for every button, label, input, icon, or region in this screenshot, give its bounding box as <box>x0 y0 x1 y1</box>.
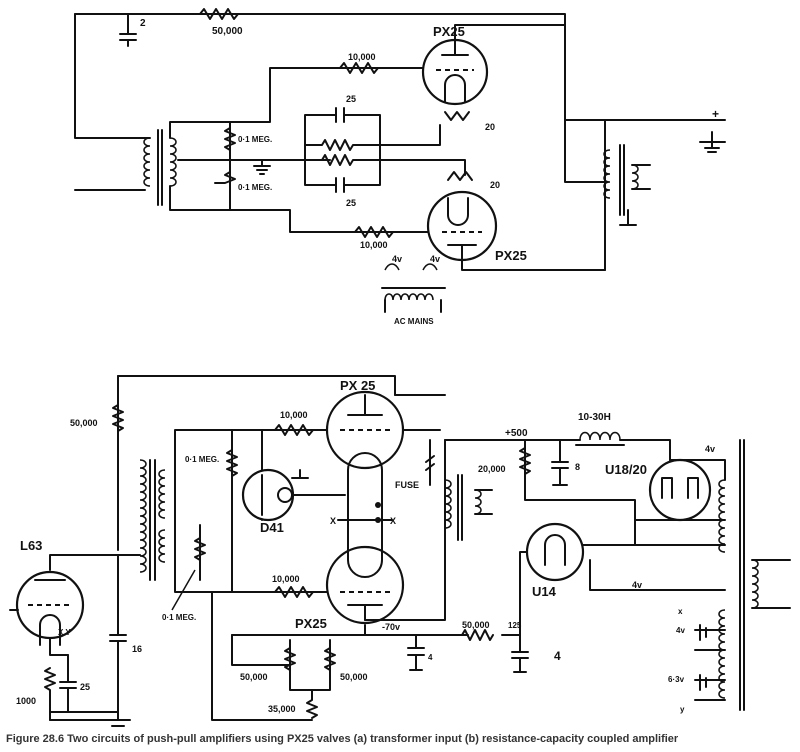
bot-res-10000-upper-label: 10,000 <box>280 410 308 420</box>
bot-res-50000-bias <box>461 629 494 641</box>
bot-cap-25-label: 25 <box>80 682 90 692</box>
ground-symbol <box>253 159 271 175</box>
bot-res-10000-lower <box>274 586 314 598</box>
bot-tube-upper-label: PX 25 <box>340 378 375 393</box>
neg-bias-label: -70v <box>382 622 400 632</box>
bot-tube-upper <box>325 390 405 470</box>
bot-cap-16 <box>109 634 127 721</box>
xy-label: X Y <box>58 628 71 637</box>
bot-diode-x1: X <box>330 516 336 526</box>
top-tube-upper-label: PX25 <box>433 24 465 39</box>
bot-grid-leak-upper-label: 0·1 MEG. <box>185 455 219 464</box>
top-circuit: 2 50,000 0·1 MEG. 0·1 MEG. 10,000 10,000… <box>74 8 726 326</box>
bot-cap-8-label: 8 <box>575 462 580 472</box>
bias-heater-label: 4v <box>632 580 642 590</box>
bot-grid-leak-upper <box>226 449 238 477</box>
wind-y-label: y <box>680 705 685 714</box>
top-input-transformer <box>143 137 151 187</box>
bot-output-transformer <box>444 479 452 529</box>
pot-left-label: 50,000 <box>240 672 268 682</box>
bot-res-35000-label: 35,000 <box>268 704 296 714</box>
top-res-10000-upper-label: 10,000 <box>348 52 376 62</box>
pot-right-label: 50,000 <box>340 672 368 682</box>
top-cap-2-label: 2 <box>140 18 146 29</box>
wind-x-label: x <box>678 607 683 616</box>
top-bias-cap-2 <box>335 177 345 193</box>
bot-cap-4b <box>511 639 529 673</box>
bot-res-125-label: 125 <box>508 621 522 630</box>
top-output-transformer <box>603 149 611 199</box>
bot-res-1000-label: 1000 <box>16 696 36 706</box>
bot-grid-leak-lower <box>194 524 206 581</box>
bot-res-10000-lower-label: 10,000 <box>272 574 300 584</box>
input-tube-l63-label: L63 <box>20 538 42 553</box>
top-grid-leak-2 <box>214 171 236 184</box>
hv-label: +500 <box>505 428 528 439</box>
bot-res-20000-label: 20,000 <box>478 464 506 474</box>
top-grid-leak-1-label: 0·1 MEG. <box>238 135 272 144</box>
bottom-circuit: 50,000 0·1 MEG. 0·1 MEG. 10,000 10,000 D… <box>9 375 791 727</box>
wind-63v-label: 6·3v <box>668 675 685 684</box>
bot-mains-transformer <box>718 479 726 553</box>
top-heater-v1: 4v <box>392 254 402 264</box>
bot-cap-25 <box>59 654 77 713</box>
rect-heater-label: 4v <box>705 444 715 454</box>
choke-10-30h <box>579 431 621 441</box>
bot-cap-4b-label: 4 <box>554 649 561 663</box>
top-res-10000-upper <box>339 62 379 74</box>
bot-cap-16-label: 16 <box>132 644 142 654</box>
bot-res-50000-input-label: 50,000 <box>70 418 98 428</box>
bot-cap-8 <box>551 461 569 486</box>
bot-res-35000 <box>306 689 318 719</box>
top-fil-lower-label: 20 <box>490 180 500 190</box>
bot-diode-d41 <box>241 468 295 522</box>
top-res-50000 <box>199 8 239 20</box>
fuse <box>425 439 435 486</box>
top-bias-cap-2-label: 25 <box>346 198 356 208</box>
pot-left <box>284 647 296 671</box>
top-filament-lower <box>447 171 473 181</box>
bot-cap-4a <box>407 634 425 671</box>
bot-tube-lower-label: PX25 <box>295 616 327 631</box>
rectifier-u18-20-label: U18/20 <box>605 462 647 477</box>
bot-res-20000 <box>519 447 531 475</box>
figure-caption: Figure 28.6 Two circuits of push-pull am… <box>6 733 679 745</box>
mains-label: AC MAINS <box>394 317 434 326</box>
top-heater-v2: 4v <box>430 254 440 264</box>
bot-diode-x2: X <box>390 516 396 526</box>
wind-4v-label: 4v <box>676 626 685 635</box>
choke-label: 10-30H <box>578 412 611 423</box>
fuse-label: FUSE <box>395 480 419 490</box>
top-supply-plus: + <box>712 107 719 121</box>
bot-res-50000-input <box>112 404 124 432</box>
bot-interstage-transformer <box>139 459 147 573</box>
top-res-10000-lower <box>354 226 394 238</box>
bot-res-1000 <box>44 667 56 721</box>
top-bias-cap-1 <box>335 107 345 123</box>
top-filament-upper <box>444 111 470 121</box>
top-res-10000-lower-label: 10,000 <box>360 240 388 250</box>
top-grid-leak-2-label: 0·1 MEG. <box>238 183 272 192</box>
bot-cap-4a-label: 4 <box>428 653 433 662</box>
rectifier-u14-label: U14 <box>532 584 557 599</box>
top-grid-leak-1 <box>224 127 236 151</box>
top-tube-lower-label: PX25 <box>495 248 527 263</box>
rectifier-u14 <box>525 522 585 582</box>
rectifier-u18-20 <box>648 458 712 522</box>
bot-diode-d41-label: D41 <box>260 520 284 535</box>
bot-res-10000-upper <box>274 424 314 436</box>
top-fil-upper-label: 20 <box>485 122 495 132</box>
top-cap-2 <box>119 33 137 47</box>
pot-right <box>324 647 336 671</box>
mains-transformer <box>384 293 434 301</box>
top-bias-cap-1-label: 25 <box>346 94 356 104</box>
bot-grid-leak-lower-label: 0·1 MEG. <box>162 613 196 622</box>
top-res-50000-label: 50,000 <box>212 26 243 37</box>
bot-tube-lower <box>325 545 405 625</box>
bot-res-50000-bias-label: 50,000 <box>462 620 490 630</box>
